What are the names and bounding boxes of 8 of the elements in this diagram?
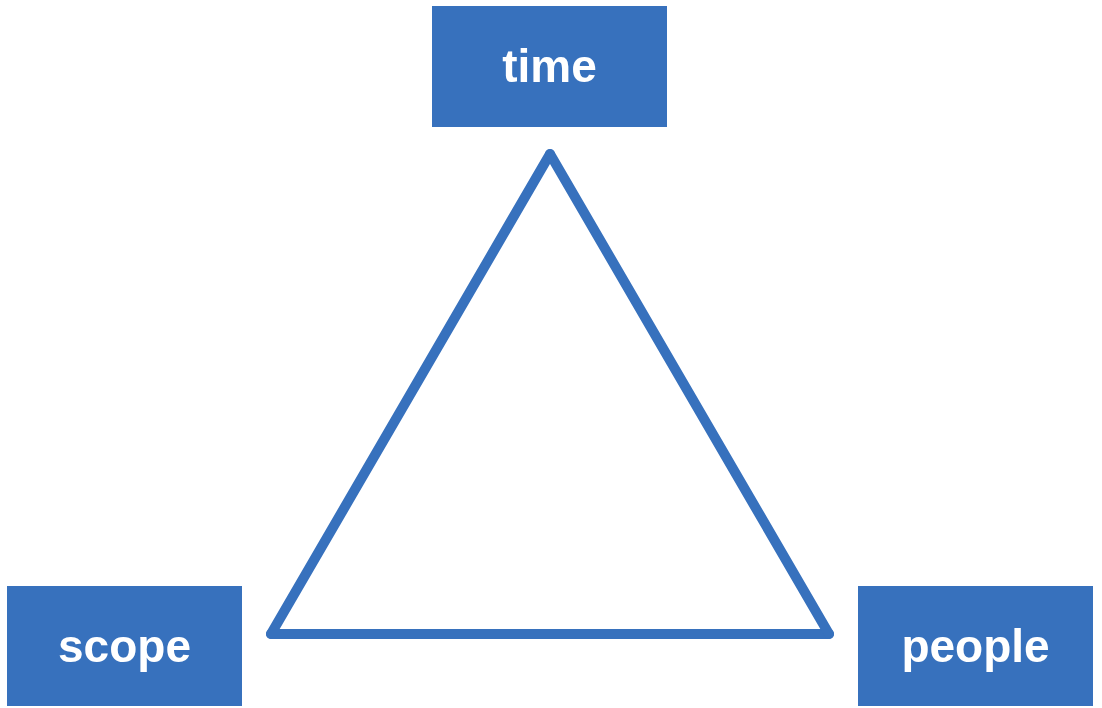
node-label: scope [58,620,191,672]
triangle-side [266,629,834,639]
concept-box [432,6,667,127]
triangle-side [545,149,834,639]
node-label: time [502,41,597,92]
concept-box [858,586,1093,706]
concept-box [7,586,242,706]
node-label: people [901,620,1050,672]
